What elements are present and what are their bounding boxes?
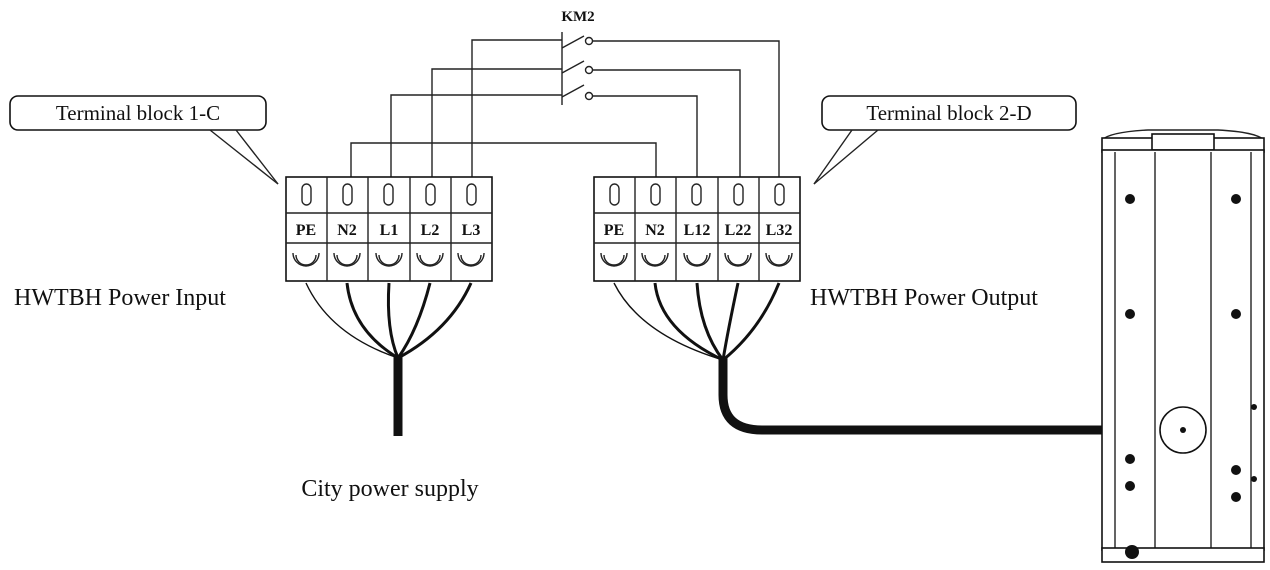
terminal-label: L22 [725, 222, 752, 239]
terminal-label: N2 [337, 222, 357, 239]
control-wires [350, 39, 780, 177]
relay-label: KM2 [561, 9, 594, 25]
terminal-label: L12 [684, 222, 711, 239]
terminal-label: L2 [421, 222, 440, 239]
screw-icons [301, 183, 477, 206]
clamp-icons [292, 252, 485, 267]
terminal-label: PE [296, 222, 316, 239]
terminal-label: L3 [462, 222, 481, 239]
callout-left-text: Terminal block 1-C [56, 101, 220, 125]
terminal-block-input: PE N2 L1 L2 L3 [285, 176, 493, 282]
caption-power-output: HWTBH Power Output [810, 285, 1038, 311]
relay-contacts [561, 32, 594, 105]
callout-right-text: Terminal block 2-D [866, 101, 1031, 125]
caption-city-supply: City power supply [301, 476, 478, 502]
clamp-icons [600, 252, 793, 267]
callout-right: Terminal block 2-D [813, 95, 1077, 185]
terminal-label: L32 [766, 222, 793, 239]
terminal-label: L1 [380, 222, 399, 239]
output-cable [613, 282, 1183, 435]
terminal-label: N2 [645, 222, 665, 239]
screw-icons [609, 183, 785, 206]
supply-cable [305, 282, 473, 436]
caption-power-input: HWTBH Power Input [14, 285, 226, 311]
terminal-block-output: PE N2 L12 L22 L32 [593, 176, 801, 282]
callout-left: Terminal block 1-C [9, 95, 279, 185]
water-tank-illustration [1101, 129, 1265, 563]
terminal-label: PE [604, 222, 624, 239]
